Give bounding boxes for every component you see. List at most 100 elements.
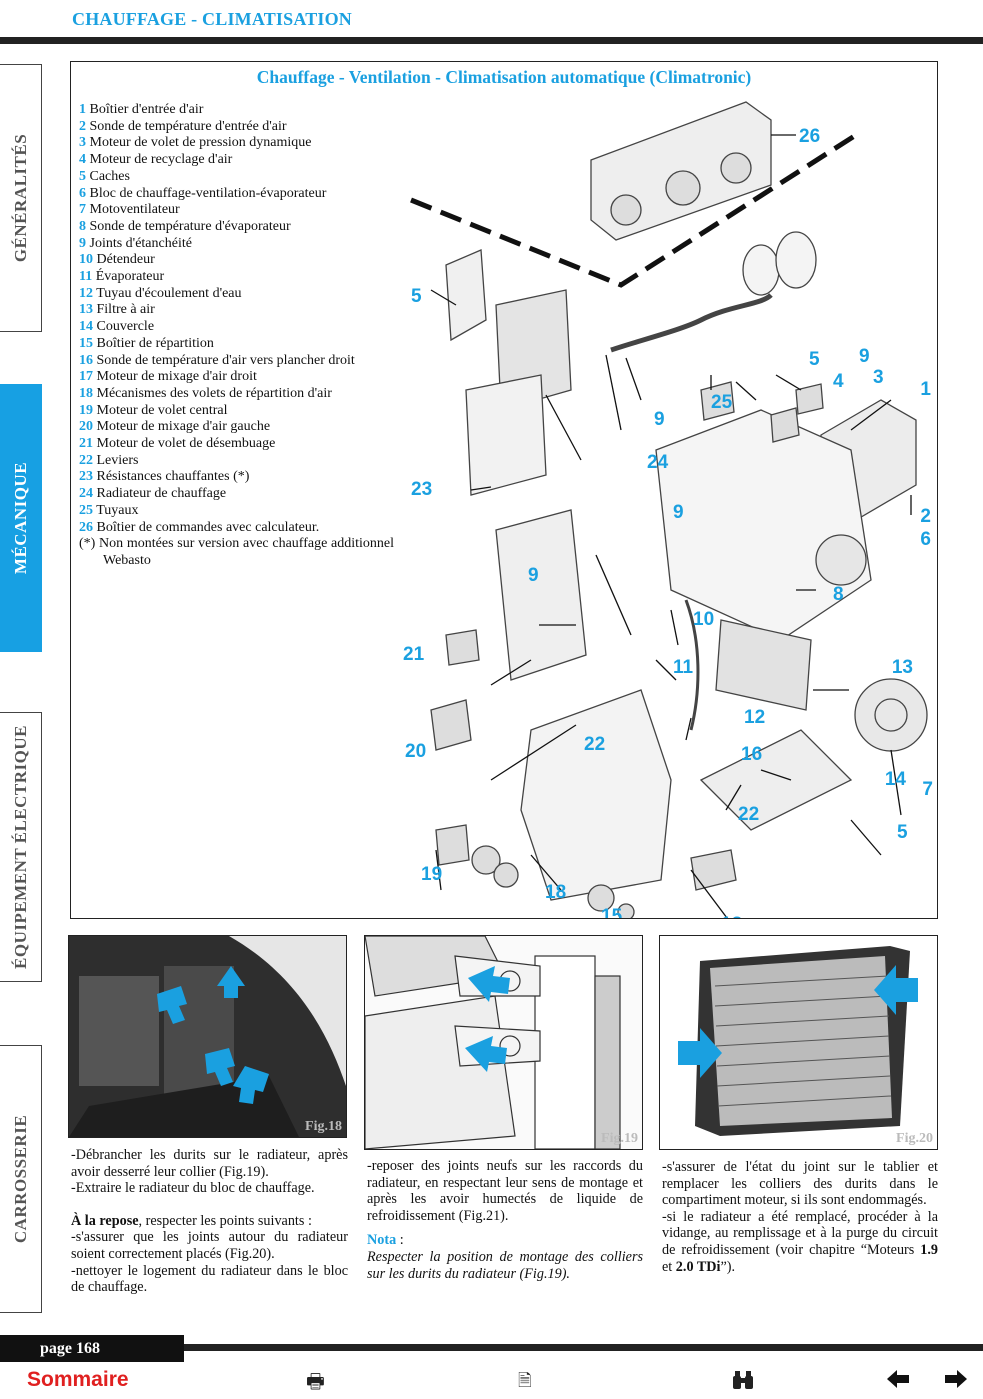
side-tab-label: CARROSSERIE [10, 1114, 30, 1244]
legend-item: 20 Moteur de mixage d'air gauche [79, 419, 271, 435]
legend-item: 13 Filtre à air [79, 302, 155, 318]
paragraph: -Extraire le radiateur du bloc de chauff… [71, 1180, 315, 1197]
figure-label: Fig.20 [896, 1131, 933, 1146]
page-number: page 168 [0, 1335, 184, 1362]
legend-item: 8 Sonde de température d'évaporateur [79, 218, 291, 234]
callout-9: 9 [528, 565, 539, 586]
callout-4: 4 [833, 371, 844, 392]
text-column-3: -s'assurer de l'état du joint sur le tab… [662, 1159, 938, 1275]
drawing-radiator [678, 946, 918, 1136]
callout-15: 15 [601, 906, 623, 918]
legend-item: 2 Sonde de température d'entrée d'air [79, 118, 287, 134]
side-tab-equipement-electrique[interactable]: ÉQUIPEMENT ÉLECTRIQUE [0, 712, 42, 982]
callout-22: 22 [738, 804, 759, 825]
paragraph: À la repose, respecter les points suivan… [71, 1212, 312, 1229]
callout-5: 5 [897, 822, 908, 843]
callout-11: 11 [673, 657, 694, 678]
callout-3: 3 [873, 367, 884, 388]
legend-item: 15 Boîtier de répartition [79, 335, 214, 351]
callout-19: 19 [421, 864, 442, 885]
legend-item: 26 Boîtier de commandes avec calculateur… [79, 519, 320, 535]
callout-23: 23 [411, 479, 432, 500]
nota-text: Respecter la position de montage des col… [367, 1248, 643, 1282]
figure-label: Fig.18 [305, 1119, 342, 1134]
callout-18: 18 [721, 914, 742, 918]
side-tab-mecanique[interactable]: MÉCANIQUE [0, 384, 42, 652]
side-tab-label: ÉQUIPEMENT ÉLECTRIQUE [10, 725, 30, 969]
legend-item: 25 Tuyaux [79, 502, 139, 518]
sommaire-link[interactable]: Sommaire [27, 1368, 129, 1391]
drawing-radiator-hoses [365, 936, 621, 1149]
legend-item: 6 Bloc de chauffage-ventilation-évaporat… [79, 185, 327, 201]
binoculars-icon[interactable] [731, 1370, 755, 1394]
legend-note: (*) Non montées sur version avec chauffa… [79, 536, 394, 568]
callout-18: 18 [545, 882, 566, 903]
header-divider [0, 37, 983, 44]
paragraph: -si le radiateur a été remplacé, procéde… [662, 1208, 938, 1275]
callout-26: 26 [799, 126, 820, 147]
callout-7: 7 [922, 779, 933, 800]
callout-22: 22 [584, 734, 605, 755]
section-title: CHAUFFAGE - CLIMATISATION [72, 9, 353, 29]
paragraph: -s'assurer de l'état du joint sur le tab… [662, 1159, 938, 1209]
callout-6: 6 [920, 529, 931, 550]
callout-2: 2 [920, 506, 931, 527]
legend-item: 14 Couvercle [79, 319, 155, 335]
callout-5: 5 [411, 286, 422, 307]
callout-25: 25 [711, 392, 733, 413]
document-icon[interactable]: 🗎 [518, 1371, 532, 1391]
legend-item: 7 Motoventilateur [79, 202, 180, 218]
figure-label: Fig.19 [601, 1131, 638, 1146]
diagram-title: Chauffage - Ventilation - Climatisation … [256, 67, 752, 87]
figure-18: Fig.18 [68, 935, 347, 1138]
callout-16: 16 [741, 744, 762, 765]
callout-12: 12 [744, 707, 765, 728]
paragraph: -nettoyer le logement du radiateur dans … [71, 1262, 348, 1296]
exploded-view-panel: Chauffage - Ventilation - Climatisation … [70, 61, 938, 919]
parts-legend: 1 Boîtier d'entrée d'air 2 Sonde de temp… [79, 102, 394, 570]
footer-divider [0, 1344, 983, 1351]
exploded-diagram: 26 5 5 9 4 3 1 25 9 24 23 2 6 9 9 10 8 2… [403, 101, 933, 918]
arrow-left-icon[interactable] [887, 1370, 909, 1392]
side-tab-label: GÉNÉRALITÉS [10, 133, 30, 263]
legend-item: 22 Leviers [79, 452, 139, 468]
callout-1: 1 [920, 379, 931, 400]
photo-engine-bay [69, 936, 346, 1137]
legend-item: 10 Détendeur [79, 252, 155, 268]
legend-item: 24 Radiateur de chauffage [79, 486, 227, 502]
legend-item: 17 Moteur de mixage d'air droit [79, 369, 257, 385]
legend-item: 19 Moteur de volet central [79, 402, 228, 418]
side-tab-label: MÉCANIQUE [10, 461, 30, 575]
callout-9: 9 [859, 346, 870, 367]
legend-item: 5 Caches [79, 168, 130, 184]
callout-24: 24 [647, 452, 669, 473]
legend-item: 3 Moteur de volet de pression dynamique [79, 135, 312, 151]
text-column-2: -reposer des joints neufs sur les raccor… [367, 1158, 643, 1282]
callout-21: 21 [403, 644, 425, 665]
callout-20: 20 [405, 741, 426, 762]
callout-17: 17 [777, 916, 798, 918]
callout-9: 9 [654, 409, 665, 430]
text-column-1: -Débrancher les durits sur le radiateur,… [71, 1147, 348, 1296]
paragraph: -s'assurer que les joints autour du radi… [71, 1229, 348, 1262]
callout-9: 9 [673, 502, 684, 523]
legend-item: 21 Moteur de volet de désembuage [79, 436, 276, 452]
legend-item: 12 Tuyau d'écoulement d'eau [79, 285, 242, 301]
print-icon[interactable]: 🖶 [306, 1369, 325, 1393]
legend-item: 11 Évaporateur [79, 269, 165, 285]
callout-8: 8 [833, 584, 844, 605]
callout-14: 14 [885, 769, 907, 790]
paragraph: -Débrancher les durits sur le radiateur,… [71, 1147, 348, 1180]
side-tab-generalites[interactable]: GÉNÉRALITÉS [0, 64, 42, 332]
callout-5: 5 [809, 349, 820, 370]
side-tab-carrosserie[interactable]: CARROSSERIE [0, 1045, 42, 1313]
legend-item: 23 Résistances chauffantes (*) [79, 469, 250, 485]
figure-20: Fig.20 [659, 935, 938, 1150]
legend-item: 4 Moteur de recyclage d'air [79, 152, 233, 168]
paragraph: -reposer des joints neufs sur les raccor… [367, 1158, 643, 1224]
legend-item: 16 Sonde de température d'air vers planc… [79, 352, 355, 368]
nota-heading: Nota : [367, 1232, 404, 1249]
callout-13: 13 [892, 657, 913, 678]
legend-item: 18 Mécanismes des volets de répartition … [79, 385, 332, 401]
arrow-right-icon[interactable] [945, 1370, 967, 1392]
